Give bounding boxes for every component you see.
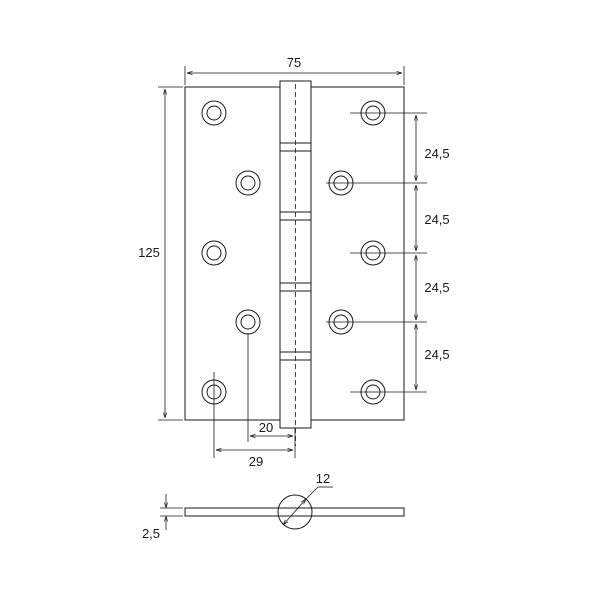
right-leaf (310, 86, 405, 421)
screw-hole (235, 309, 261, 335)
dimension-overall-width: 75 (184, 55, 405, 85)
dimension-label-outer-offset: 29 (249, 454, 263, 469)
right-leaf-holes (328, 100, 386, 405)
dimension-label-thickness: 2,5 (142, 526, 160, 541)
screw-hole (201, 240, 227, 266)
dimension-overall-height: 125 (138, 86, 183, 421)
knuckle-section (277, 494, 313, 530)
left-leaf-holes (201, 100, 261, 405)
dimension-label-height: 125 (138, 245, 160, 260)
dimension-label-width: 75 (287, 55, 301, 70)
dimension-label-knuckle-diameter: 12 (316, 471, 330, 486)
dimension-label-pitch-3: 24,5 (424, 280, 449, 295)
knuckle-barrel (279, 80, 312, 446)
screw-hole (235, 170, 261, 196)
dimension-label-pitch-4: 24,5 (424, 347, 449, 362)
hinge-side-view: 12 (184, 471, 405, 530)
dimension-label-inner-offset: 20 (259, 420, 273, 435)
dimension-label-pitch-2: 24,5 (424, 212, 449, 227)
dimension-hole-offsets: 20 29 (213, 333, 296, 469)
dimension-leaf-thickness: 2,5 (142, 494, 183, 541)
dimension-hole-pitch-chain: 24,5 24,5 24,5 24,5 (326, 112, 450, 393)
left-leaf (184, 86, 281, 421)
dimension-label-pitch-1: 24,5 (424, 146, 449, 161)
screw-hole (201, 100, 227, 126)
